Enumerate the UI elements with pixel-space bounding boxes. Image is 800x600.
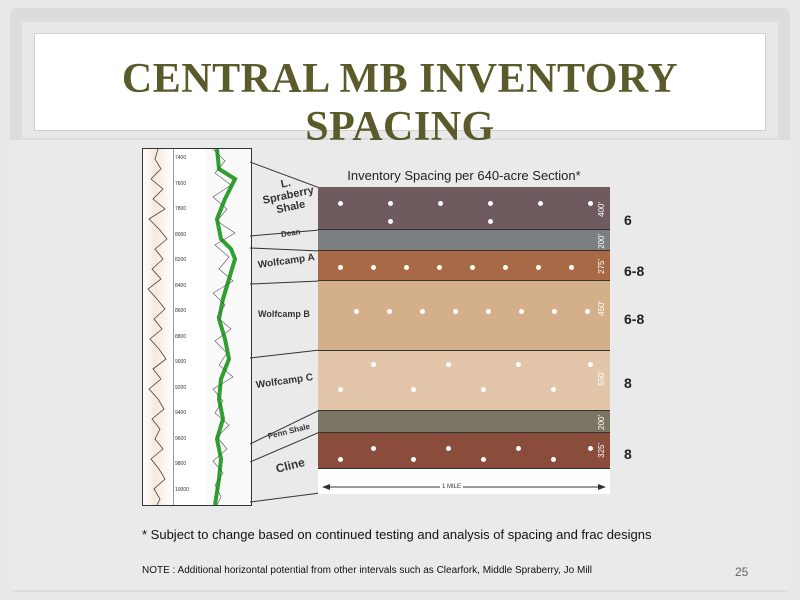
well-dot <box>371 446 376 451</box>
well-dot <box>585 309 590 314</box>
well-dot <box>354 309 359 314</box>
title-panel <box>34 33 766 131</box>
well-count-cline: 8 <box>624 446 632 462</box>
well-dot <box>588 201 593 206</box>
well-count-wolfcamp-b: 6-8 <box>624 311 645 327</box>
well-dot <box>516 446 521 451</box>
depth-tick: 7800 <box>175 206 187 212</box>
depth-tick: 9000 <box>175 359 187 365</box>
well-dot <box>388 201 393 206</box>
thickness-label: 200' <box>597 415 606 430</box>
well-dot <box>338 457 343 462</box>
thickness-label: 275' <box>597 259 606 274</box>
gamma-ray-track <box>143 148 174 506</box>
well-dot <box>516 362 521 367</box>
depth-tick: 8400 <box>175 282 187 289</box>
depth-tick: 10000 <box>175 486 189 493</box>
thickness-label: 200' <box>597 234 606 249</box>
note: NOTE : Additional horizontal potential f… <box>142 565 593 576</box>
thickness-label: 325' <box>597 443 606 458</box>
mile-scale-bar <box>322 484 606 490</box>
well-dot <box>371 265 376 270</box>
well-count-wolfcamp-a: 6-8 <box>624 263 645 279</box>
well-dot <box>411 457 416 462</box>
well-dot <box>519 309 524 314</box>
well-dot <box>470 265 475 270</box>
well-count-wolfcamp-c: 8 <box>624 375 632 391</box>
well-dot <box>388 219 393 224</box>
depth-tick: 7600 <box>175 180 187 187</box>
well-dot <box>446 446 451 451</box>
resistivity-track <box>205 148 251 506</box>
formation-label-wolfcamp-b: Wolfcamp B <box>258 309 310 319</box>
well-dot <box>486 309 491 314</box>
well-dot <box>488 219 493 224</box>
depth-tick: 9600 <box>175 435 187 442</box>
well-dot <box>488 201 493 206</box>
well-dot <box>387 309 392 314</box>
depth-tick: 8200 <box>175 257 187 263</box>
well-dot <box>420 309 425 314</box>
well-dot <box>338 201 343 206</box>
well-dot <box>404 265 409 270</box>
cross-section: 400' 200' 275' 450' 550' 200' 325' <box>318 187 610 494</box>
well-dot <box>411 387 416 392</box>
thickness-label: 400' <box>597 202 606 217</box>
layer-wolfcamp-c: 550' <box>318 351 610 411</box>
footnote: * Subject to change based on continued t… <box>142 527 652 542</box>
well-dot <box>437 265 442 270</box>
formation-connectors <box>250 161 320 503</box>
well-dot <box>551 387 556 392</box>
thickness-label: 450' <box>597 301 606 316</box>
well-dot <box>481 457 486 462</box>
depth-column: 7400 7600 7800 8000 8200 8400 8600 8800 9000 9200… <box>173 149 206 505</box>
depth-tick: 8600 <box>175 308 187 314</box>
well-dot <box>551 457 556 462</box>
thickness-label: 550' <box>597 371 606 386</box>
mile-label: 1 MILE <box>440 484 464 490</box>
depth-tick: 8800 <box>175 333 187 340</box>
chart-title: Inventory Spacing per 640-acre Section* <box>347 168 581 183</box>
well-dot <box>481 387 486 392</box>
layer-dean: 200' <box>318 230 610 251</box>
well-dot <box>438 201 443 206</box>
well-dot <box>552 309 557 314</box>
well-log: 7400 7600 7800 8000 8200 8400 8600 8800 9000 9200… <box>142 148 252 506</box>
well-count-l-spraberry: 6 <box>624 212 632 228</box>
depth-tick: 8000 <box>175 231 187 238</box>
well-dot <box>338 387 343 392</box>
gamma-ray-curve <box>147 148 168 506</box>
well-dot <box>453 309 458 314</box>
well-dot <box>536 265 541 270</box>
layer-cline: 325' <box>318 433 610 469</box>
depth-tick: 9400 <box>175 410 187 416</box>
layer-wolfcamp-b: 450' <box>318 281 610 351</box>
well-dot <box>538 201 543 206</box>
well-dot <box>446 362 451 367</box>
depth-tick: 9200 <box>175 384 187 391</box>
slide-title: CENTRAL MB INVENTORY SPACING <box>121 56 679 150</box>
layer-wolfcamp-a: 275' <box>318 251 610 281</box>
well-dot <box>371 362 376 367</box>
well-dot <box>338 265 343 270</box>
well-dot <box>588 446 593 451</box>
layer-l-spraberry: 400' <box>318 187 610 230</box>
well-dot <box>588 362 593 367</box>
depth-tick: 9800 <box>175 461 187 467</box>
well-dot <box>569 265 574 270</box>
page-number: 25 <box>735 565 749 579</box>
well-dot <box>503 265 508 270</box>
depth-tick: 7400 <box>175 155 187 161</box>
layer-penn-shale: 200' <box>318 411 610 433</box>
resistivity-curve <box>212 148 238 506</box>
